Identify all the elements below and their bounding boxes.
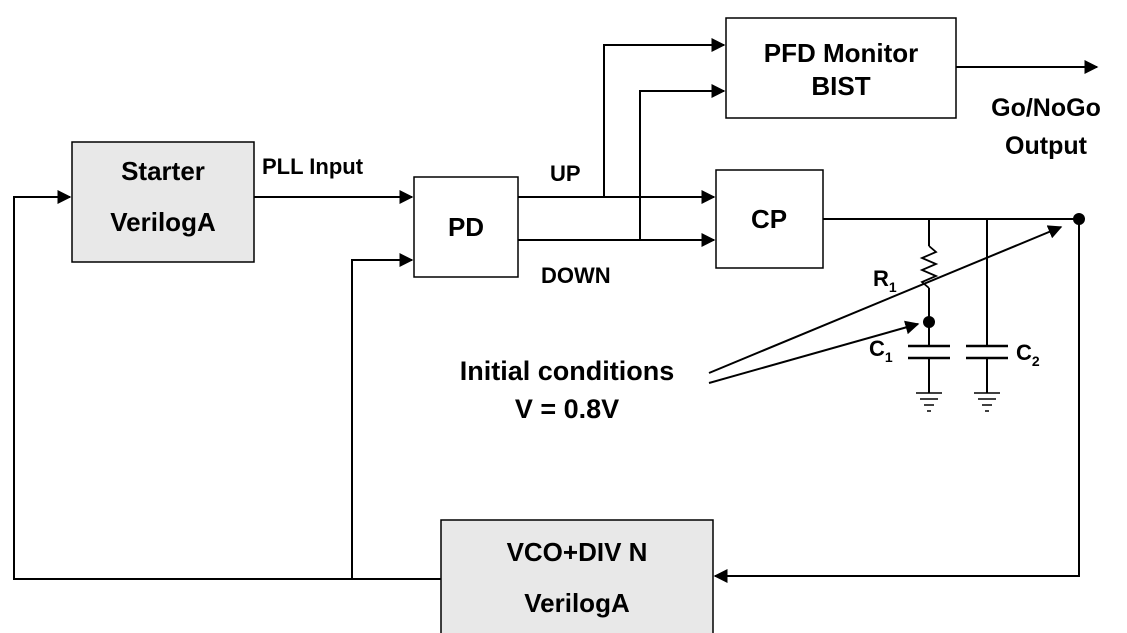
down-label: DOWN bbox=[541, 263, 611, 288]
feedback-to-vco-wire bbox=[713, 219, 1080, 583]
vco-block: VCO+DIV N VerilogA bbox=[440, 519, 714, 633]
pfd-monitor-block-sublabel: BIST bbox=[811, 71, 870, 101]
output-label: Output bbox=[1005, 132, 1088, 160]
down-to-monitor-wire bbox=[639, 84, 726, 240]
pfd-monitor-block: PFD Monitor BIST bbox=[725, 17, 957, 119]
ground-icon bbox=[974, 392, 1000, 412]
c2-label: C2 bbox=[1016, 340, 1040, 369]
pll-input-label: PLL Input bbox=[262, 154, 364, 179]
pd-block: PD bbox=[413, 176, 519, 278]
cp-block-label: CP bbox=[751, 204, 787, 234]
pd-block-label: PD bbox=[448, 212, 484, 242]
r1-resistor-symbol bbox=[919, 245, 939, 289]
starter-block-sublabel: VerilogA bbox=[110, 207, 216, 237]
starter-block-label: Starter bbox=[121, 156, 205, 186]
vco-block-sublabel: VerilogA bbox=[524, 588, 630, 618]
up-label: UP bbox=[550, 161, 581, 186]
initial-voltage-label: V = 0.8V bbox=[515, 394, 619, 424]
vco-block-box bbox=[440, 519, 714, 633]
cp-block: CP bbox=[715, 169, 824, 269]
initial-condition-arrow-c1 bbox=[708, 320, 920, 384]
pfd-monitor-block-label: PFD Monitor bbox=[764, 38, 919, 68]
vco-block-label: VCO+DIV N bbox=[507, 537, 648, 567]
pfd-monitor-block-box bbox=[725, 17, 957, 119]
r1-label: R1 bbox=[873, 266, 897, 295]
starter-block: Starter VerilogA bbox=[71, 141, 255, 263]
cp-block-box bbox=[715, 169, 824, 269]
starter-block-box bbox=[71, 141, 255, 263]
vco-to-starter-wire bbox=[13, 190, 441, 580]
ground-icon bbox=[916, 392, 942, 412]
initial-condition-arrow-node bbox=[708, 225, 1063, 374]
up-to-monitor-wire bbox=[603, 38, 726, 197]
pd-block-box bbox=[413, 176, 519, 278]
go-nogo-label: Go/NoGo bbox=[991, 94, 1101, 122]
initial-conditions-label: Initial conditions bbox=[460, 356, 675, 386]
vco-to-pd-wire bbox=[351, 253, 414, 579]
c1-label: C1 bbox=[869, 336, 893, 365]
